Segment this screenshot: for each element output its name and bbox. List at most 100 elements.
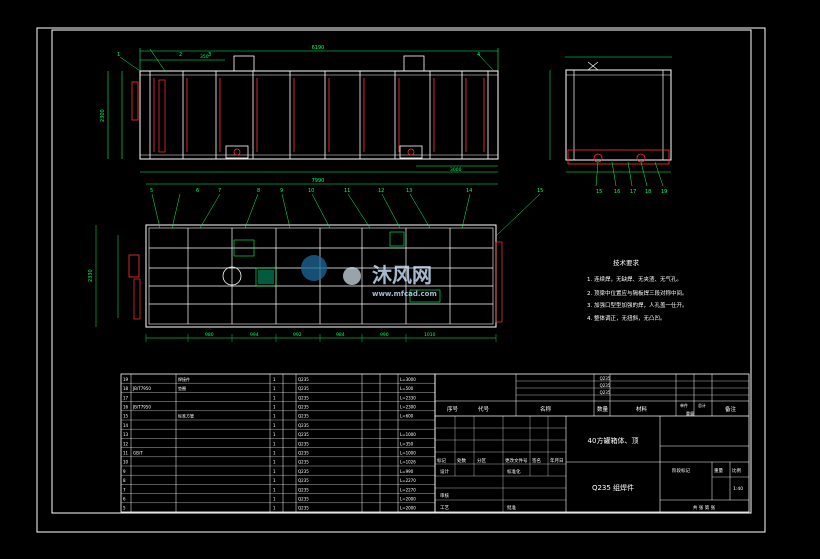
parts-row-length: L=350 — [400, 441, 414, 446]
parts-row-qty: 1 — [273, 487, 276, 492]
parts-row-length: L=2300 — [400, 405, 416, 410]
hdr-unit: 单件 — [680, 402, 688, 408]
parts-row-length: L=600 — [400, 414, 414, 419]
plan-width-dim: 2330 — [88, 269, 94, 282]
drawing-material: Q235 组焊件 — [592, 483, 634, 492]
parts-row-length: L=2330 — [400, 395, 416, 400]
balloon-7: 7 — [218, 188, 221, 194]
standard-label: 标准化 — [507, 468, 521, 475]
balloon-6: 6 — [196, 188, 199, 194]
parts-row-length: L=990 — [400, 469, 414, 474]
balloon-11: 11 — [344, 188, 350, 194]
parts-row-length: L=2000 — [400, 506, 416, 511]
parts-row-index: 16 — [123, 405, 129, 410]
balloon-side-18: 18 — [645, 189, 651, 195]
watermark: 沐风网 www.mfcad.com — [301, 255, 437, 298]
sign-date: 年月日 — [550, 457, 564, 464]
hdr-code: 代号 — [478, 405, 490, 413]
parts-row-qty: 1 — [273, 441, 276, 446]
parts-row-index: 13 — [123, 432, 129, 437]
parts-row-length: L=2000 — [400, 497, 416, 502]
process-label: 工艺 — [440, 505, 449, 511]
balloon-side-19: 19 — [661, 189, 667, 195]
parts-row-material: Q235 — [298, 460, 309, 465]
parts-row-index: 12 — [123, 441, 129, 446]
balloon-8: 8 — [257, 188, 260, 194]
balloon-2: 2 — [179, 52, 182, 58]
hdr-weight: 重量 — [686, 410, 694, 416]
parts-row-material: Q235 — [298, 451, 309, 456]
balloon-10: 10 — [308, 188, 314, 194]
svg-text:Q235: Q235 — [600, 376, 611, 381]
ratio-label: 比例 — [732, 467, 741, 474]
stage-label: 阶段标记 — [672, 467, 690, 474]
hdr-remark: 备注 — [725, 405, 737, 413]
plan-seg-5: 1010 — [424, 332, 436, 338]
front-length-dim: 6190 — [312, 45, 325, 51]
balloon-15: 15 — [537, 188, 543, 194]
watermark-brand: 沐风网 — [372, 263, 432, 287]
parts-row-name: 焊接件 — [178, 376, 190, 382]
parts-row-index: 9 — [123, 469, 126, 474]
svg-text:Q235: Q235 — [600, 390, 611, 395]
parts-row-qty: 1 — [273, 451, 276, 456]
balloon-side-15: 15 — [596, 189, 602, 195]
plan-seg-3: 984 — [336, 332, 345, 338]
parts-row-material: Q235 — [298, 487, 309, 492]
parts-row-index: 5 — [123, 506, 126, 511]
hdr-qty: 数量 — [597, 405, 609, 413]
parts-row-code: JB/T7950 — [132, 405, 151, 410]
plan-seg-1: 994 — [250, 332, 259, 338]
balloon-14: 14 — [466, 188, 472, 194]
parts-row-material: Q235 — [298, 423, 309, 428]
title-block: Q235 Q235 Q235 序号 代号 名称 数量 材料 单件 总计 重量 备… — [434, 373, 750, 513]
parts-row-material: Q235 — [298, 405, 309, 410]
front-seg-b-dim: 3000 — [450, 167, 462, 173]
parts-row-material: Q235 — [298, 414, 309, 419]
parts-row-material: Q235 — [298, 377, 309, 382]
notes-heading: 技术要求 — [613, 258, 640, 267]
parts-row-length: L=1000 — [400, 451, 416, 456]
parts-row-qty: 1 — [273, 469, 276, 474]
plan-view: 7990 — [88, 178, 543, 342]
sign-zone: 分区 — [477, 457, 486, 464]
sign-mark: 标记 — [437, 457, 446, 464]
parts-row-qty: 1 — [273, 478, 276, 483]
parts-row-index: 11 — [123, 451, 129, 456]
hdr-total: 总计 — [698, 402, 706, 408]
parts-row-index: 19 — [123, 377, 129, 382]
balloon-side-17: 17 — [630, 189, 636, 195]
parts-row-qty: 1 — [273, 506, 276, 511]
drawing-title: 40方罐箱体、顶 — [588, 436, 639, 445]
approve-label: 批准 — [507, 504, 516, 511]
sign-count: 处数 — [457, 457, 466, 464]
side-elevation-view: 15 16 17 18 19 — [549, 56, 672, 195]
watermark-url: www.mfcad.com — [372, 290, 437, 298]
balloon-1: 1 — [117, 52, 120, 58]
parts-row-length: L=2270 — [400, 478, 416, 483]
note-3: 3. 加强口型型加强的焊，人孔盖一仕开。 — [587, 301, 688, 309]
balloon-12: 12 — [378, 188, 384, 194]
sign-signature: 签名 — [532, 457, 541, 464]
hdr-index: 序号 — [447, 405, 459, 413]
hdr-material: 材料 — [636, 405, 648, 413]
parts-row-length: L=500 — [400, 386, 414, 391]
parts-row-name: 垫圈 — [178, 385, 186, 391]
outer-border — [36, 27, 766, 533]
parts-row-index: 15 — [123, 414, 129, 419]
parts-row-qty: 1 — [273, 423, 276, 428]
balloon-9: 9 — [280, 188, 283, 194]
hdr-name: 名称 — [540, 405, 552, 413]
parts-row-qty: 1 — [273, 405, 276, 410]
parts-row-material: Q235 — [298, 497, 309, 502]
parts-row-index: 14 — [123, 423, 129, 428]
parts-row-index: 17 — [123, 395, 129, 400]
parts-row-qty: 1 — [273, 414, 276, 419]
balloon-13: 13 — [406, 188, 412, 194]
parts-row-index: 7 — [123, 487, 126, 492]
review-label: 审核 — [440, 492, 449, 499]
note-1: 1. 连续焊，无缺焊、无夹渣、无气孔。 — [587, 275, 682, 283]
balloon-3: 3 — [208, 52, 211, 58]
